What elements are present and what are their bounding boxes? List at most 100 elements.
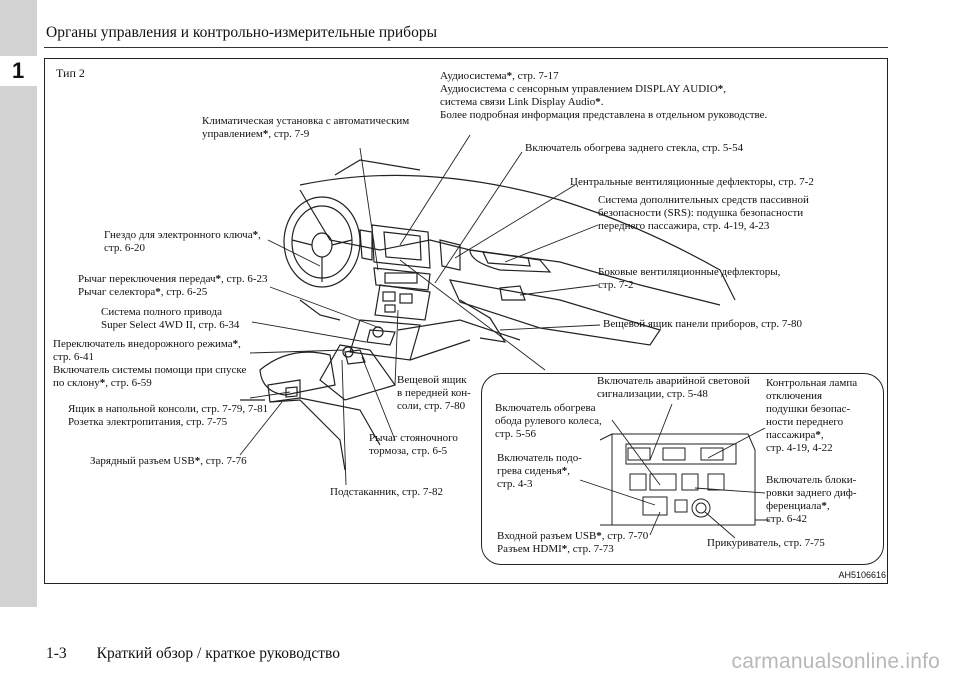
asterisk: * (252, 229, 259, 241)
label-text: стр. 6-42 (766, 513, 807, 525)
asterisk: * (262, 128, 269, 140)
label-text: , стр. 6-59 (105, 377, 152, 389)
label-text: , стр. 7-70 (601, 530, 649, 542)
label-text: Разъем HDMI (497, 543, 562, 555)
page-title: Органы управления и контрольно-измерител… (46, 24, 437, 41)
asterisk: * (155, 286, 161, 298)
label-usb-hdmi: Входной разъем USB*, стр. 7-70 Разъем HD… (497, 530, 648, 556)
figure-frame (44, 58, 888, 584)
label-text: Рычаг селектора (78, 286, 156, 298)
label-cupholder: Подстаканник, стр. 7-82 (330, 486, 443, 498)
label-text: обода рулевого колеса, (495, 415, 602, 427)
label-text: ности переднего (766, 416, 844, 428)
label-awd: Система полного привода Super Select 4WD… (101, 306, 239, 332)
label-text: Super Select 4WD II, стр. 6-34 (101, 319, 240, 331)
label-text: стр. 6-41 (53, 351, 94, 363)
label-text: грева сиденья (497, 465, 562, 477)
label-center-vents: Центральные вентиляционные дефлекторы, с… (570, 176, 814, 188)
label-shift-lever: Рычаг переключения передач*, стр. 6-23 Р… (78, 273, 268, 299)
figure-type-label: Тип 2 (56, 66, 85, 80)
label-text: Переключатель внедорожного режима (53, 338, 233, 350)
chapter-sidebar (0, 0, 37, 607)
label-parking-brake: Рычаг стояночного тормоза, стр. 6-5 (369, 432, 458, 458)
label-side-vents: Боковые вентиляционные дефлекторы, стр. … (598, 266, 780, 292)
asterisk: * (215, 273, 222, 285)
label-text: , стр. 7-76 (200, 455, 247, 467)
label-key-slot: Гнездо для электронного ключа*, стр. 6-2… (104, 229, 261, 255)
label-text: Аудиосистема с сенсорным управлением DIS… (440, 83, 718, 95)
label-text: Контрольная лампа (766, 377, 858, 389)
chapter-number: 1 (12, 58, 25, 83)
asterisk: * (596, 530, 602, 542)
label-text: , (723, 83, 727, 95)
label-text: Включатель подо- (497, 452, 582, 464)
label-text: , стр. 7-17 (512, 70, 559, 82)
label-text: Климатическая установка с автоматическим (202, 115, 410, 127)
asterisk: * (821, 500, 827, 512)
label-text: сигнализации, стр. 5-48 (597, 388, 708, 400)
asterisk: * (99, 377, 106, 389)
label-text: Система полного привода (101, 306, 222, 318)
header-divider (44, 47, 888, 48)
label-diff-lock: Включатель блоки- ровки заднего диф- фер… (766, 474, 857, 526)
label-text: стр. 6-20 (104, 242, 145, 254)
label-console-box: Ящик в напольной консоли, стр. 7-79, 7-8… (68, 403, 268, 429)
label-text: ровки заднего диф- (766, 487, 857, 499)
label-wheel-heat: Включатель обогрева обода рулевого колес… (495, 402, 602, 441)
label-text: Розетка электропитания, стр. 7-75 (68, 416, 228, 428)
label-lighter: Прикуриватель, стр. 7-75 (707, 537, 825, 549)
label-text: Входной разъем USB (497, 530, 597, 542)
label-climate: Климатическая установка с автоматическим… (202, 115, 409, 141)
label-glovebox: Вещевой ящик панели приборов, стр. 7-80 (603, 318, 803, 330)
label-text: Рычаг переключения передач (78, 273, 216, 285)
label-text: Система дополнительных средств пассивной (598, 194, 809, 206)
label-text: . (600, 96, 604, 108)
asterisk: * (561, 543, 568, 555)
label-airbag-lamp: Контрольная лампа отключения подушки без… (766, 377, 857, 455)
center-panel-inset (481, 373, 884, 565)
asterisk: * (194, 455, 201, 467)
label-text: Зарядный разъем USB (90, 455, 195, 467)
label-text: Рычаг стояночного (369, 432, 458, 444)
label-offroad: Переключатель внедорожного режима *, стр.… (53, 338, 246, 390)
figure-code: AH5106616 (838, 570, 886, 580)
label-text: стр. 4-19, 4-22 (766, 442, 833, 454)
label-srs: Система дополнительных средств пассивной… (598, 194, 809, 233)
label-text: Включатель обогрева (495, 402, 596, 414)
label-text: Боковые вентиляционные дефлекторы, (598, 266, 781, 278)
label-rear-defog: Включатель обогрева заднего стекла, стр.… (525, 142, 744, 154)
label-text: переднего пассажира, стр. 4-19, 4-23 (598, 220, 770, 232)
chapter-tab (0, 56, 37, 86)
label-text: ференциала (766, 500, 822, 512)
label-text: , стр. 6-23 (221, 273, 268, 285)
asterisk: * (561, 465, 568, 477)
label-text: по склону (53, 377, 100, 389)
label-hazard: Включатель аварийной световой сигнализац… (597, 375, 750, 401)
label-text: Включатель системы помощи при спуске (53, 364, 247, 376)
asterisk: * (815, 429, 821, 441)
watermark: carmanualsonline.info (731, 650, 940, 673)
label-text: , стр. 6-25 (160, 286, 208, 298)
label-text: управлением (202, 128, 263, 140)
label-text: Включатель аварийной световой (597, 375, 750, 387)
label-text: Включатель блоки- (766, 474, 857, 486)
asterisk: * (595, 96, 601, 108)
label-text: стр. 4-3 (497, 478, 533, 490)
label-text: Аудиосистема (440, 70, 507, 82)
label-text: , стр. 7-9 (268, 128, 310, 140)
label-text: Гнездо для электронного ключа (104, 229, 253, 241)
label-text: , (258, 229, 261, 241)
label-text: подушки безопас- (766, 403, 851, 415)
label-text: стр. 5-56 (495, 428, 536, 440)
label-front-tray: Вещевой ящик в передней кон- соли, стр. … (397, 374, 471, 413)
label-audio: Аудиосистема*, стр. 7-17 Аудиосистема с … (440, 70, 767, 122)
label-text: в передней кон- (397, 387, 471, 399)
label-text: безопасности (SRS): подушка безопасности (598, 207, 804, 219)
label-text: , стр. 7-73 (567, 543, 614, 555)
label-text: , (238, 338, 241, 350)
asterisk: * (717, 83, 724, 95)
asterisk: * (506, 70, 513, 82)
label-text: отключения (766, 390, 823, 402)
